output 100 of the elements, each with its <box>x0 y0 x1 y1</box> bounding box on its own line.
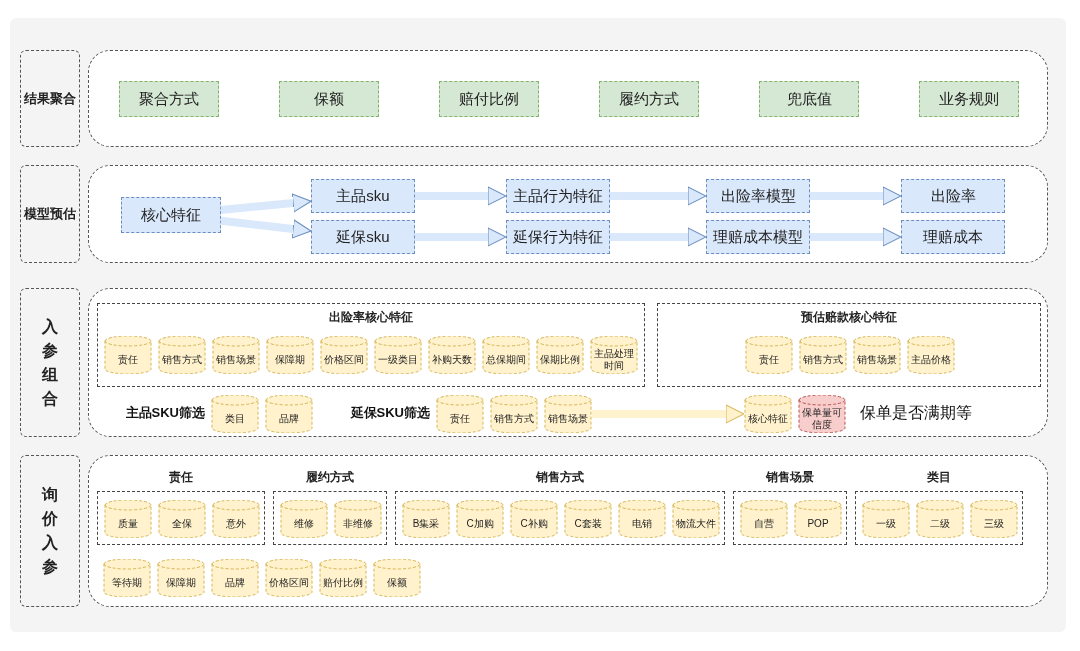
cylinder-label: 总保期间 <box>485 354 527 366</box>
data-cylinder <box>158 500 206 538</box>
model-box <box>706 220 810 254</box>
model-box <box>121 197 221 233</box>
block-arrow <box>415 186 507 206</box>
data-cylinder <box>334 500 382 538</box>
block-arrow <box>610 186 707 206</box>
box-label: 业务规则 <box>939 90 999 108</box>
data-cylinder <box>265 559 313 597</box>
cylinder-label: 自营 <box>753 518 775 530</box>
data-cylinder <box>853 336 901 374</box>
layer-label-box <box>20 455 80 607</box>
box-label: 赔付比例 <box>459 90 519 108</box>
layer-label-box <box>20 288 80 437</box>
data-cylinder <box>265 395 313 433</box>
data-cylinder <box>798 395 846 433</box>
box-label: 延保sku <box>336 228 390 246</box>
cylinder-label: B集采 <box>411 518 441 530</box>
cylinder-label: 销售场景 <box>215 354 257 366</box>
model-box <box>901 179 1005 213</box>
data-cylinder <box>740 500 788 538</box>
model-box <box>901 220 1005 254</box>
cylinder-label: 保额 <box>386 577 408 589</box>
result-box <box>759 81 859 117</box>
cylinder-label: 销售方式 <box>802 354 844 366</box>
data-cylinder <box>320 336 368 374</box>
group-heading: 销售场景 <box>765 470 815 485</box>
cylinder-label: 一级类目 <box>377 354 419 366</box>
block-arrow <box>220 216 312 239</box>
data-cylinder <box>319 559 367 597</box>
data-cylinder <box>907 336 955 374</box>
box-label: 理赔成本 <box>923 228 983 246</box>
block-arrow <box>220 193 312 215</box>
box-label: 主品行为特征 <box>513 187 603 205</box>
cylinder-label: C加购 <box>465 518 495 530</box>
box-label: 聚合方式 <box>139 90 199 108</box>
cylinder-label: 全保 <box>171 518 193 530</box>
layer-label-box <box>20 50 80 147</box>
cylinder-label: C补购 <box>519 518 549 530</box>
cylinder-label: 质量 <box>117 518 139 530</box>
layer-title: 模型预估 <box>24 206 76 222</box>
cylinder-label: 物流大件 <box>675 518 717 530</box>
data-cylinder <box>970 500 1018 538</box>
box-label: 核心特征 <box>141 206 201 224</box>
layer-title: 入参组合 <box>41 316 59 409</box>
box-label: 主品sku <box>336 187 390 205</box>
block-arrow <box>810 186 902 206</box>
data-cylinder <box>158 336 206 374</box>
cylinder-label: 品牌 <box>278 413 300 425</box>
cylinder-label: 等待期 <box>111 577 143 589</box>
data-cylinder <box>744 395 792 433</box>
cylinder-label: 保单量可信度 <box>801 407 843 431</box>
cylinder-label: 价格区间 <box>268 577 310 589</box>
box-label: 出险率 <box>930 187 976 205</box>
data-cylinder <box>482 336 530 374</box>
data-cylinder <box>862 500 910 538</box>
data-cylinder <box>402 500 450 538</box>
data-cylinder <box>212 500 260 538</box>
result-box <box>599 81 699 117</box>
cylinder-label: POP <box>806 518 830 530</box>
group-heading: 履约方式 <box>305 470 355 485</box>
cylinder-label: 销售场景 <box>547 413 589 425</box>
block-arrow <box>592 404 745 424</box>
data-cylinder <box>104 500 152 538</box>
box-label: 履约方式 <box>619 90 679 108</box>
cylinder-label: 销售方式 <box>493 413 535 425</box>
data-cylinder <box>436 395 484 433</box>
layer-panel <box>88 50 1048 147</box>
cylinder-label: 主品价格 <box>910 354 952 366</box>
data-cylinder <box>916 500 964 538</box>
data-cylinder <box>618 500 666 538</box>
cylinder-label: 核心特征 <box>747 413 789 425</box>
data-cylinder <box>745 336 793 374</box>
cylinder-label: 责任 <box>449 413 471 425</box>
result-box <box>119 81 219 117</box>
filter-label: 主品SKU筛选 <box>124 404 205 422</box>
data-cylinder <box>510 500 558 538</box>
layer-panel <box>88 288 1048 437</box>
layer-panel <box>88 165 1048 263</box>
cylinder-label: 品牌 <box>224 577 246 589</box>
block-arrow <box>810 227 902 247</box>
box-label: 保额 <box>314 90 344 108</box>
data-cylinder <box>544 395 592 433</box>
data-cylinder <box>104 336 152 374</box>
model-box <box>506 179 610 213</box>
box-label: 兜底值 <box>786 90 832 108</box>
data-cylinder <box>590 336 638 374</box>
cylinder-label: 电销 <box>631 518 653 530</box>
data-cylinder <box>564 500 612 538</box>
cylinder-label: 责任 <box>758 354 780 366</box>
group-heading: 责任 <box>168 470 194 485</box>
cylinder-label: 主品处理时间 <box>593 348 635 372</box>
data-cylinder <box>103 559 151 597</box>
cylinder-label: 三级 <box>983 518 1005 530</box>
result-box <box>439 81 539 117</box>
data-cylinder <box>374 336 422 374</box>
group-heading: 销售方式 <box>535 470 585 485</box>
cylinder-label: 销售场景 <box>856 354 898 366</box>
cylinder-label: 类目 <box>224 413 246 425</box>
cylinder-label: 补购天数 <box>431 354 473 366</box>
